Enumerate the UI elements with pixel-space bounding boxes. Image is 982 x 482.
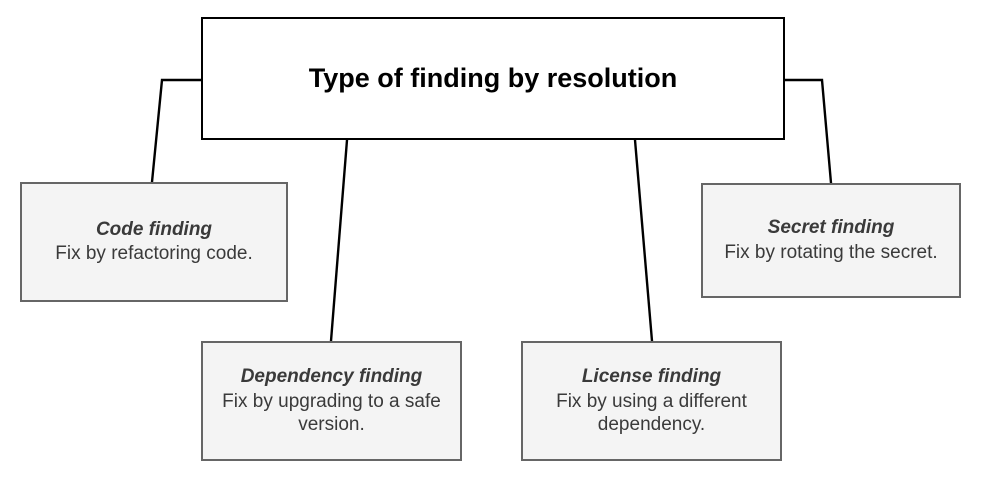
node-secret-finding-title: Secret finding bbox=[767, 217, 895, 239]
connector-root-to-license-finding bbox=[633, 138, 654, 343]
node-code-finding-description: Fix by refactoring code. bbox=[55, 243, 253, 265]
node-code-finding-title: Code finding bbox=[95, 218, 213, 240]
node-dependency-finding-title: Dependency finding bbox=[240, 365, 423, 387]
root-node[interactable]: Type of finding by resolution bbox=[201, 17, 785, 140]
node-license-finding[interactable]: License finding Fix by using a different… bbox=[521, 341, 782, 461]
node-secret-finding-description: Fix by rotating the secret. bbox=[724, 241, 938, 263]
node-code-finding[interactable]: Code finding Fix by refactoring code. bbox=[20, 182, 288, 302]
node-dependency-finding[interactable]: Dependency finding Fix by upgrading to a… bbox=[201, 341, 462, 461]
connector-root-to-code-finding bbox=[150, 78, 203, 184]
node-license-finding-title: License finding bbox=[581, 365, 722, 387]
connector-root-to-secret-finding bbox=[783, 78, 833, 185]
node-license-finding-description: Fix by using a different dependency. bbox=[556, 390, 747, 436]
connector-root-to-dependency-finding bbox=[329, 138, 349, 343]
root-node-title: Type of finding by resolution bbox=[308, 63, 678, 94]
node-dependency-finding-description: Fix by upgrading to a safe version. bbox=[222, 390, 441, 436]
node-secret-finding[interactable]: Secret finding Fix by rotating the secre… bbox=[701, 183, 961, 298]
